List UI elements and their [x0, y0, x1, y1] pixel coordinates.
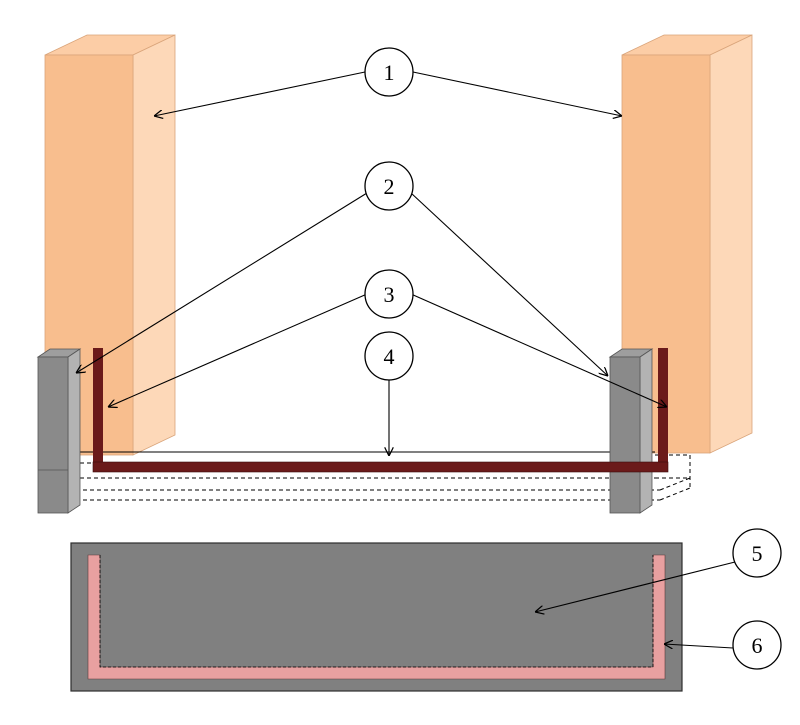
callout-2: 2: [364, 161, 414, 211]
plan-view: [70, 542, 683, 692]
u-rebar: [92, 348, 669, 473]
callout-6-label: 6: [752, 633, 763, 658]
left-support-side: [67, 348, 81, 514]
leader-3-left: [108, 293, 368, 407]
leader-2-left: [76, 192, 368, 373]
callout-4: 4: [364, 331, 414, 381]
callout-6: 6: [732, 620, 782, 670]
callout-1-label: 1: [384, 60, 395, 85]
callout-4-label: 4: [384, 344, 395, 369]
plate: [70, 542, 683, 692]
callout-5: 5: [732, 528, 782, 578]
callout-3: 3: [364, 269, 414, 319]
callout-2-label: 2: [384, 174, 395, 199]
rebar-right-leg: [658, 348, 668, 472]
right-support-front: [609, 356, 641, 514]
leader-1-right: [412, 71, 622, 116]
left-column-side: [132, 34, 176, 456]
callout-3-label: 3: [384, 282, 395, 307]
right-support: [608, 348, 654, 514]
leader-1-left: [154, 71, 366, 116]
leader-3-right: [410, 293, 667, 407]
leader-6: [664, 644, 734, 648]
left-support: [36, 348, 82, 514]
leader-2-right: [410, 192, 608, 376]
leader-lines: [76, 71, 736, 648]
rebar-bottom: [93, 462, 668, 472]
leader-5: [535, 561, 736, 612]
callout-1: 1: [364, 47, 414, 97]
pink-strip-dashed-edge: [99, 555, 654, 668]
rebar-left-leg: [93, 348, 103, 472]
right-column-side: [709, 34, 753, 454]
right-support-side: [639, 348, 653, 514]
left-support-front: [37, 356, 69, 514]
right-column: [621, 34, 753, 454]
callout-5-label: 5: [752, 541, 763, 566]
